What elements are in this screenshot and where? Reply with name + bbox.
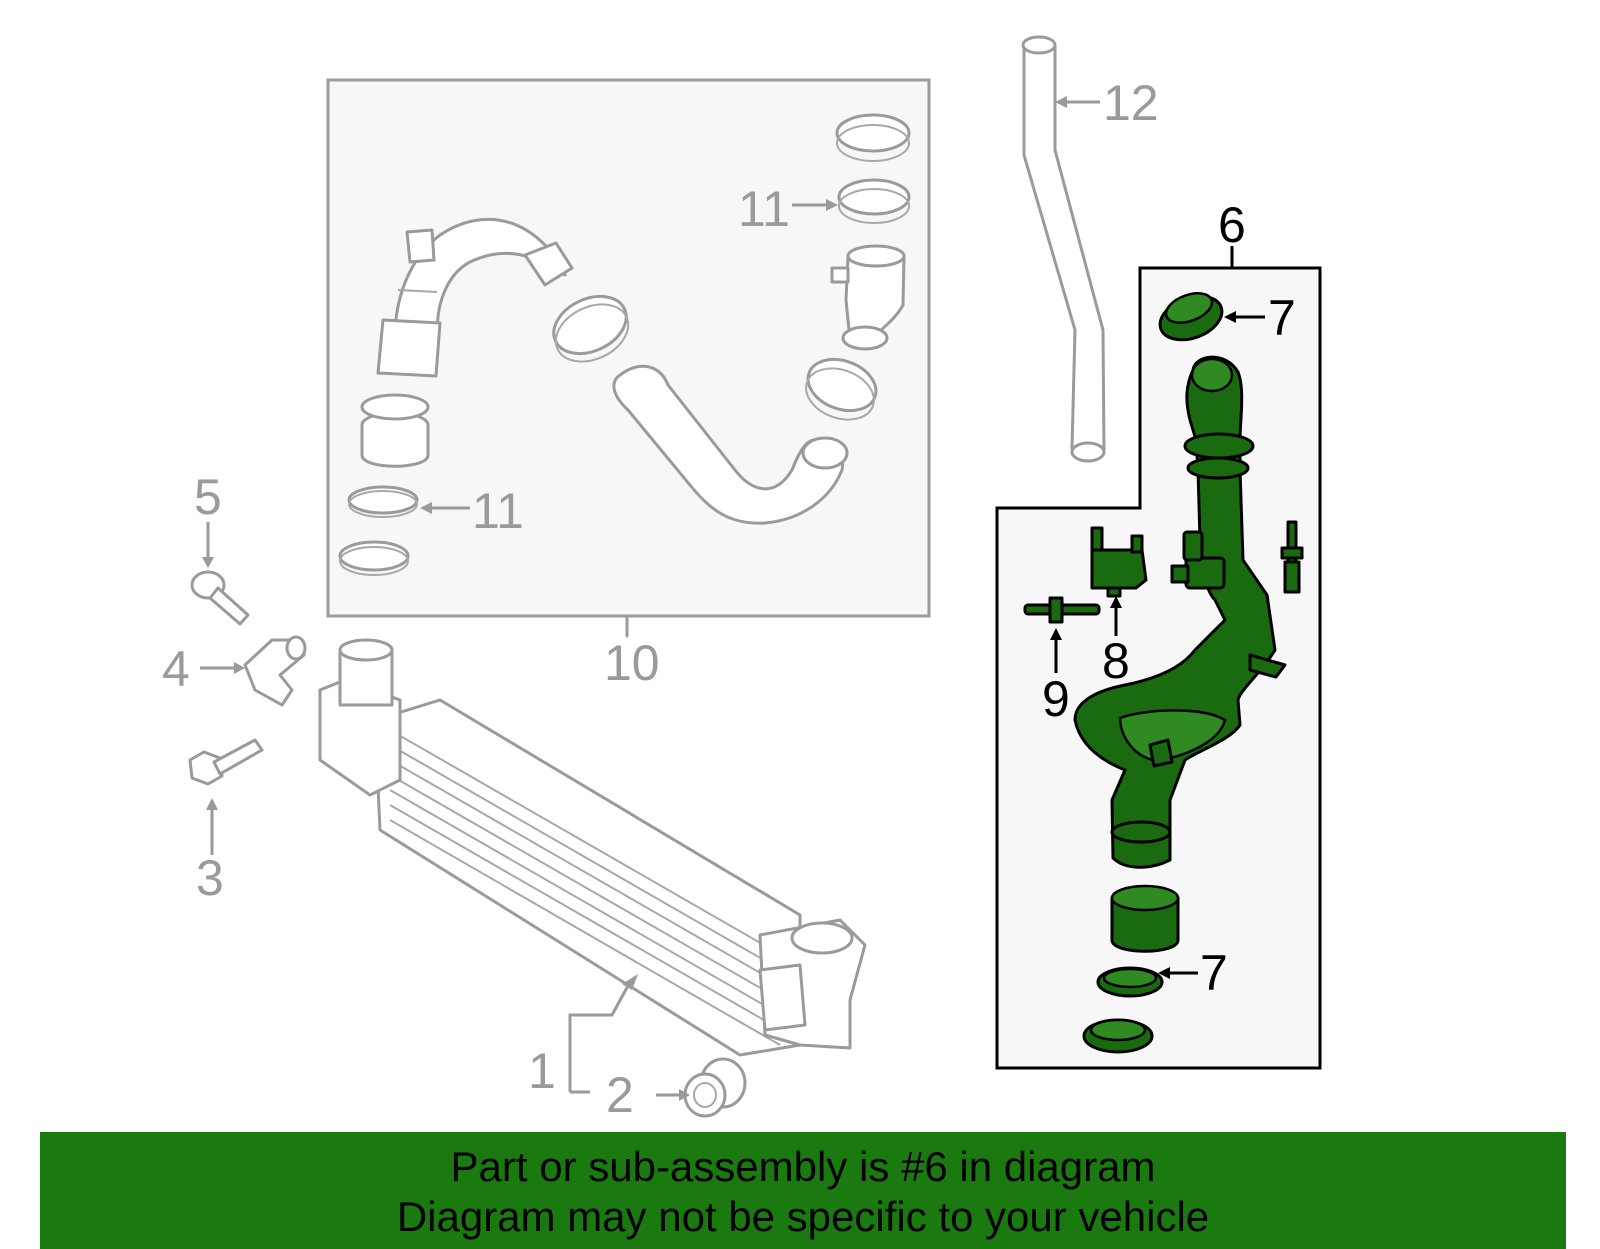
leader-7-top-arrowhead <box>1224 311 1236 323</box>
callout-12: 12 <box>1103 75 1159 131</box>
part-coupler <box>360 393 430 468</box>
leader-11-top-arrowhead <box>826 199 838 211</box>
part-clamp-11-lower <box>347 485 419 518</box>
part-pipe-sensor <box>1170 530 1226 590</box>
callout-8: 8 <box>1102 633 1130 689</box>
part-upper-hose <box>376 217 574 378</box>
part-bolt-right <box>1280 520 1304 594</box>
leader-1 <box>568 981 632 1055</box>
callout-9: 9 <box>1042 671 1070 727</box>
part-bolt-5 <box>190 570 250 626</box>
part-grommet-2 <box>683 1057 747 1118</box>
part-clamp-7-top <box>1158 292 1224 342</box>
leader-11-lower-arrowhead <box>420 502 432 514</box>
callout-10: 10 <box>604 635 660 691</box>
leader-9-arrowhead <box>1050 628 1062 640</box>
callout-11-top: 11 <box>738 181 790 237</box>
part-clamp-right-lower <box>805 357 878 421</box>
leader-2-arrowhead <box>679 1089 690 1101</box>
callout-7-top: 7 <box>1268 290 1296 346</box>
banner-line-1: Part or sub-assembly is #6 in diagram <box>450 1143 1156 1190</box>
part-coupler-lower <box>1110 884 1180 953</box>
callout-4: 4 <box>162 641 190 697</box>
leader-5-arrowhead <box>202 557 214 568</box>
callout-5: 5 <box>194 469 222 525</box>
leader-1-arrowhead <box>622 974 638 990</box>
part-j-pipe <box>612 364 849 525</box>
part-clamp-bottom <box>1082 1018 1154 1054</box>
banner-line-2: Diagram may not be specific to your vehi… <box>396 1193 1210 1240</box>
callout-11-lower: 11 <box>472 483 524 539</box>
callout-2: 2 <box>606 1067 634 1123</box>
part-clamp-lower-left <box>338 540 410 576</box>
part-solenoid-8 <box>1090 526 1148 598</box>
callout-3: 3 <box>196 850 224 906</box>
part-intercooler-1 <box>318 638 867 1057</box>
part-clamp-7-bottom <box>1096 966 1164 998</box>
part-clamp-middle <box>552 294 630 363</box>
callout-6: 6 <box>1218 197 1246 253</box>
part-clamp-11-top-a <box>835 113 911 162</box>
info-banner: Part or sub-assembly is #6 in diagram Di… <box>40 1132 1566 1249</box>
part-bolt-3 <box>188 738 264 786</box>
part-clamp-11-top-b <box>837 178 911 224</box>
leader-4-arrowhead <box>234 662 245 674</box>
part-pipe-assembly-6 <box>1073 355 1287 869</box>
part-hose-12 <box>1021 35 1106 463</box>
leader-7-bottom-arrowhead <box>1158 967 1170 979</box>
part-bolt-9 <box>1023 596 1101 624</box>
leader-8-arrowhead <box>1110 596 1122 608</box>
part-sensor-elbow <box>830 244 906 351</box>
leader-12-arrowhead <box>1055 96 1067 108</box>
callout-7-bottom: 7 <box>1200 945 1228 1001</box>
callout-1: 1 <box>528 1043 556 1099</box>
leader-3-arrowhead <box>206 798 218 810</box>
part-fitting-4 <box>243 635 307 707</box>
